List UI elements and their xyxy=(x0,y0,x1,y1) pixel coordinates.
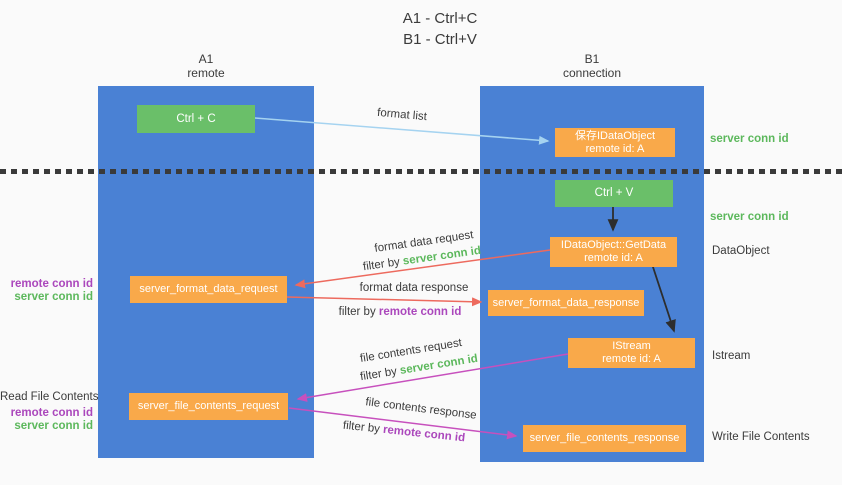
annotation-istream: Istream xyxy=(712,350,751,362)
node-server-format-data-response: server_format_data_response xyxy=(488,290,644,316)
remote-conn-id-text-1: remote conn id xyxy=(378,306,462,318)
annotation-read-file-contents: Read File Contents xyxy=(0,391,99,403)
node-server-format-data-request: server_format_data_request xyxy=(130,276,287,303)
node-idataobject-getdata: IDataObject::GetData remote id: A xyxy=(550,237,677,267)
edge-getdata-to-istream xyxy=(651,263,676,333)
lane-b1-name: B1 xyxy=(584,52,600,66)
annotation-conn-ids-file: remote conn id server conn id xyxy=(0,407,93,433)
annotation-remote-conn-id-2: remote conn id xyxy=(10,407,93,419)
title-line-1: A1 - Ctrl+C xyxy=(402,10,478,27)
lane-header-a1: A1 remote xyxy=(98,52,314,80)
edge-file-contents-request xyxy=(296,353,569,402)
node-ctrl-v: Ctrl + V xyxy=(555,180,673,207)
node-server-file-contents-request: server_file_contents_request xyxy=(129,393,288,420)
node-save-idataobject-line1: 保存IDataObject xyxy=(574,129,656,142)
node-ctrl-c: Ctrl + C xyxy=(137,105,255,133)
node-server-file-contents-request-label: server_file_contents_request xyxy=(137,400,280,412)
node-ctrl-v-label: Ctrl + V xyxy=(594,187,634,199)
node-server-file-contents-response: server_file_contents_response xyxy=(523,425,686,452)
lane-header-b1: B1 connection xyxy=(480,52,704,80)
edge-format-data-request xyxy=(294,249,551,289)
node-istream: IStream remote id: A xyxy=(568,338,695,368)
node-idataobject-getdata-line1: IDataObject::GetData xyxy=(560,239,667,251)
node-istream-line2: remote id: A xyxy=(602,353,661,365)
lane-a1-name: A1 xyxy=(198,52,214,66)
node-istream-line1: IStream xyxy=(612,340,651,352)
annotation-dataobject: DataObject xyxy=(712,245,770,257)
annotation-remote-conn-id-1: remote conn id xyxy=(10,278,93,290)
node-save-idataobject-line2: remote id: A xyxy=(585,142,645,155)
lane-a1-subtitle: remote xyxy=(187,66,225,80)
title-line-2: B1 - Ctrl+V xyxy=(403,31,477,48)
annotation-server-conn-id-mid: server conn id xyxy=(710,211,789,223)
annotation-server-conn-id-top: server conn id xyxy=(710,133,789,145)
node-save-idataobject: 保存IDataObject remote id: A xyxy=(555,128,675,157)
node-idataobject-getdata-line2: remote id: A xyxy=(584,252,643,264)
annotation-write-file-contents: Write File Contents xyxy=(712,431,810,443)
label-format-data-response: format data response xyxy=(359,282,469,294)
label-filter-by-remote-conn-id-1: filter by remote conn id xyxy=(339,306,462,318)
node-server-file-contents-response-label: server_file_contents_response xyxy=(529,432,680,444)
diagram-title: A1 - Ctrl+C B1 - Ctrl+V xyxy=(300,8,580,50)
dotted-divider xyxy=(0,169,842,174)
annotation-server-conn-id-1: server conn id xyxy=(14,291,93,303)
edge-format-list xyxy=(254,117,550,145)
node-server-format-data-request-label: server_format_data_request xyxy=(139,283,278,295)
annotation-server-conn-id-2: server conn id xyxy=(14,420,93,432)
edge-format-data-response xyxy=(286,296,483,307)
node-ctrl-c-label: Ctrl + C xyxy=(176,112,216,125)
lane-b1-subtitle: connection xyxy=(562,66,622,80)
edge-file-contents-response xyxy=(288,407,518,440)
annotation-conn-ids-format: remote conn id server conn id xyxy=(0,278,93,304)
node-server-format-data-response-label: server_format_data_response xyxy=(492,296,640,309)
filter-by-text-2: filter by xyxy=(338,306,376,318)
